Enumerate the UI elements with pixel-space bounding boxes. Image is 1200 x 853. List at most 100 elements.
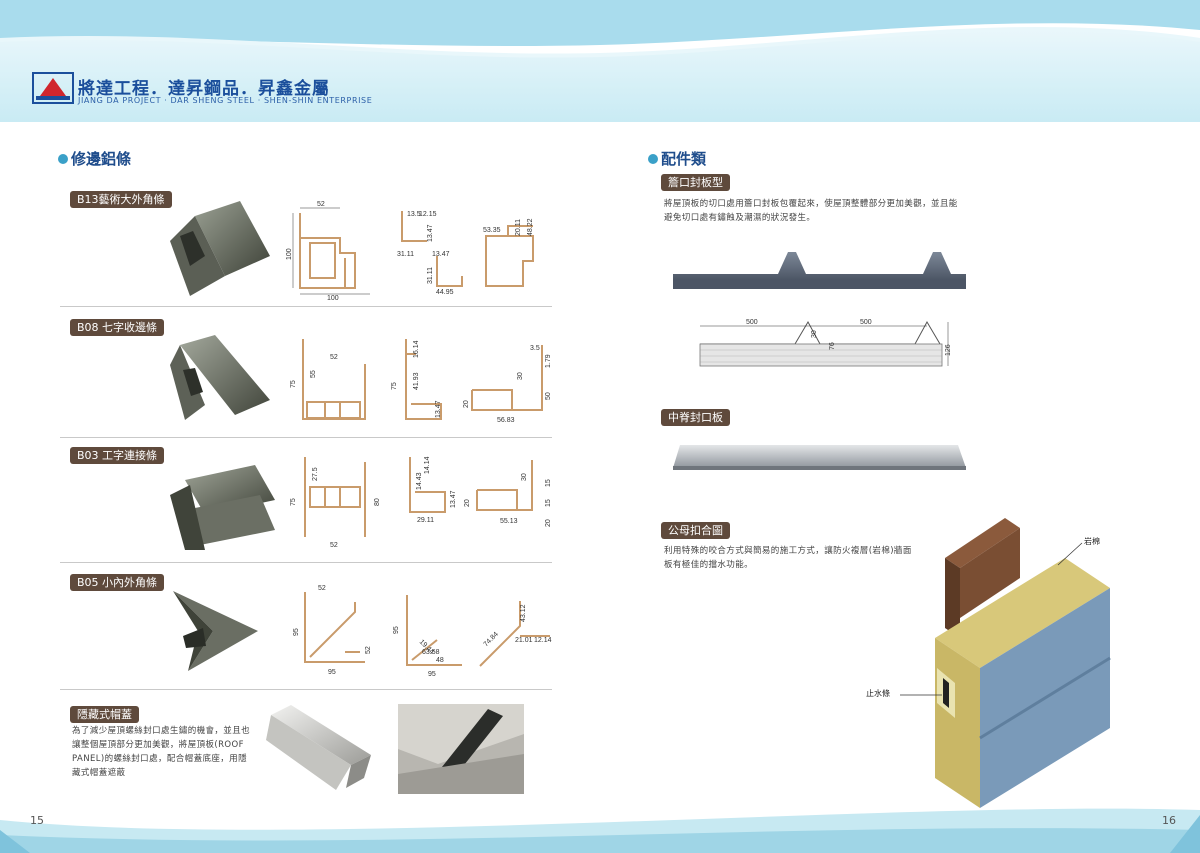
joint-label: 公母扣合圖 [661,522,730,539]
product-label-b08: B08 七字收邊條 [70,319,165,336]
dim-label: 30 [521,473,528,481]
page-number-right: 16 [1162,814,1176,827]
dim-label: 15 [545,479,552,487]
dim-label: 100 [286,248,293,260]
company-logo-icon [32,72,74,104]
dim-label: 20 [463,400,470,408]
dim-label: 20 [545,519,552,527]
b13-drawing-b: 13.5 12.15 31.11 13.47 13.47 31.11 44.95 [397,211,463,296]
dim-label: 21.01 [515,637,533,644]
b05-drawing-c: 43.12 74.84 21.01 12.14 [479,601,552,667]
brand-name-en: JIANG DA PROJECT · DAR SHENG STEEL · SHE… [78,96,373,105]
dim-label: 52 [330,354,338,361]
dim-label: 100 [327,295,339,302]
dim-label: 3.5 [530,345,540,352]
b08-drawing-a: 52 75 55 [290,339,366,420]
hidden-cap-photo [398,704,524,794]
dim-label: 53.35 [483,227,501,234]
b03-drawing-a: 27.5 75 52 80 [290,457,381,549]
dim-label: 30 [517,372,524,380]
dim-label: 75 [290,380,297,388]
eave-label: 簷口封板型 [661,174,730,191]
b08-profile-image [170,335,270,420]
dim-label: 74.84 [483,631,500,648]
dim-label: 52 [330,542,338,549]
dim-label: 500 [860,319,872,326]
dim-label: 13.5 [407,211,421,218]
eave-panel-image [673,252,966,289]
dim-label: 41.93 [413,372,420,390]
dim-label: 13.47 [435,400,442,418]
dim-label: 75 [391,382,398,390]
bullet-dot-icon [648,154,658,164]
b05-drawing-b: 95 19.44 63.58 48 95 [393,595,462,678]
product-label-b13: B13藝術大外角條 [70,191,172,208]
ridge-label: 中脊封口板 [661,409,730,426]
b13-profile-image [170,201,270,296]
dim-label: 55 [310,370,317,378]
dim-label: 75 [290,498,297,506]
dim-label: 14.14 [424,456,431,474]
dim-label: 16.14 [413,340,420,358]
dim-label: 12.14 [534,637,552,644]
b05-profile-image [173,591,258,671]
dim-label: 76 [829,342,836,350]
dim-label: 15 [545,499,552,507]
header-wave [0,0,1200,125]
joint-description: 利用特殊的咬合方式與簡易的施工方式，讓防火複層(岩棉)牆面板有極佳的擋水功能。 [664,546,912,570]
hidden-cap-image [266,705,371,790]
dim-label: 20.11 [515,219,522,236]
page-number-left: 15 [30,814,44,827]
dim-label: 80 [374,498,381,506]
callout-line [900,694,942,696]
dim-label: 56.83 [497,417,515,424]
dim-label: 31.11 [427,267,434,284]
hidden-cap-description: 為了減少屋頂螺絲封口處生鏽的機會，並且也讓整個屋頂部分更加美觀，將屋頂板(ROO… [72,726,251,778]
dim-label: 30 [811,330,818,338]
b05-drawing-a: 52 95 95 52 [293,585,372,676]
ridge-panel-image [673,445,966,470]
dim-label: 63.58 [422,649,440,656]
row-divider [60,562,552,563]
dim-label: 14.43 [416,472,423,490]
dim-label: 95 [293,628,300,636]
b13-drawing-a: 52 100 100 [286,201,370,302]
dim-label: 20 [464,499,471,507]
dim-label: 31.11 [397,251,414,258]
dim-label: 43.12 [520,604,527,622]
dim-label: 52 [317,201,325,208]
row-divider [60,306,552,307]
tongue-groove-panel-image [935,518,1111,808]
b08-drawing-c: 3.5 30 20 50 1.79 56.83 [463,345,552,424]
dim-label: 48 [436,657,444,664]
footer-wave [0,808,1200,853]
dim-label: 50 [545,392,552,400]
dim-label: 12.15 [419,211,437,218]
dim-label: 126 [945,344,952,356]
dim-label: 13.47 [432,251,450,258]
dim-label: 500 [746,319,758,326]
right-section-title: 配件類 [648,148,706,169]
b03-profile-image [170,465,275,550]
brand-name-zh: 將達工程．達昇鋼品．昇鑫金屬 [78,79,330,99]
bullet-dot-icon [58,154,68,164]
b08-drawing-b: 16.14 41.93 75 13.47 [391,339,442,420]
row-divider [60,689,552,690]
dim-label: 52 [365,646,372,654]
b03-drawing-b: 14.43 14.14 29.11 13.47 [409,456,457,524]
rock-wool-callout: 岩棉 [1084,537,1100,546]
dim-label: 13.47 [450,490,457,508]
dim-label: 27.5 [312,467,319,481]
dim-label: 95 [393,626,400,634]
left-section-title: 修邊鋁條 [58,148,131,169]
b03-drawing-c: 30 15 20 15 20 55.13 [464,460,552,527]
eave-panel-drawing: 500 500 30 76 126 [699,319,952,367]
dim-label: 52 [318,585,326,592]
callout-line [1057,542,1083,566]
dim-label: 29.11 [417,517,434,524]
water-stop-callout: 止水條 [866,689,890,698]
dim-label: 13.47 [427,224,434,242]
hidden-cap-label: 隱藏式帽蓋 [70,706,139,723]
dim-label: 44.95 [436,289,454,296]
row-divider [60,437,552,438]
